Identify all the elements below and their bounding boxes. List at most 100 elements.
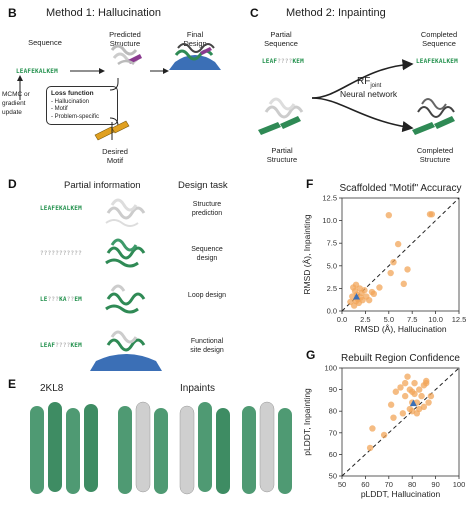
partial-structure-label: Partial Structure [266, 146, 298, 164]
scatter-point [390, 258, 397, 266]
scatter-point [425, 399, 432, 406]
2kl8-label: 2KL8 [40, 383, 64, 394]
y-axis-label: pLDDT, Inpainting [302, 388, 312, 456]
method2-diagram [258, 59, 455, 135]
rf-sub: joint [370, 83, 382, 89]
panel-d-sequence: LEAF????KEM [40, 342, 82, 349]
protein-2kl8-icon [30, 402, 98, 494]
plot-frame [341, 197, 460, 312]
x-tick-label: 5.0 [384, 315, 394, 324]
highlight-marker [409, 399, 417, 407]
protein-structure-icon [90, 330, 162, 371]
protein-inpaint-icon [242, 401, 292, 494]
x-tick-label: 60 [361, 480, 369, 489]
x-tick-label: 12.5 [452, 315, 467, 324]
panel-d-structures [90, 198, 162, 371]
scatter-point [352, 281, 360, 288]
design-task-label: Structure prediction [191, 201, 223, 217]
y-tick-label: 7.5 [327, 239, 337, 248]
y-tick-label: 70 [329, 428, 337, 437]
panel-label-f: F [306, 177, 314, 191]
scatter-point [427, 392, 435, 400]
scatter-point [394, 240, 402, 248]
partial-structure-icon [258, 97, 304, 135]
scatter-point [397, 384, 404, 391]
design-task-label: Sequence design [191, 246, 223, 262]
x-tick-label: 100 [453, 480, 466, 489]
y-tick-label: 2.5 [327, 284, 337, 293]
scatter-point [369, 425, 376, 432]
seq-known: KEM [70, 342, 82, 349]
y-tick-label: 50 [329, 472, 337, 481]
completed-structure-icon [412, 98, 455, 135]
panel-label-b: B [8, 6, 17, 20]
chart-title: Scaffolded "Motif" Accuracy [340, 183, 462, 194]
seq-masked: ???? [55, 342, 71, 349]
y-tick-label: 90 [329, 385, 337, 394]
desired-motif-icon [94, 120, 130, 141]
panel-label-d: D [8, 177, 17, 191]
scatter-point [418, 392, 425, 400]
y-tick-label: 80 [329, 407, 337, 416]
protein-structure-icon [105, 238, 146, 268]
scatter-point [416, 386, 423, 393]
scatter-point [392, 388, 400, 395]
scatter-point [404, 266, 411, 273]
diagonal-line [341, 197, 460, 312]
arrow-icon [311, 97, 414, 133]
scatter-point [370, 290, 378, 298]
x-axis-label: pLDDT, Hallucination [361, 489, 441, 499]
loss-item: - Motif [51, 106, 68, 112]
method1-sequence: LEAFEKALKEM [16, 68, 58, 75]
design-task-label: Loop design [187, 292, 227, 299]
y-tick-label: 10.0 [322, 216, 337, 225]
arrow-icon [311, 59, 414, 99]
scatter-point [404, 373, 411, 380]
scatter-point [387, 401, 395, 408]
design-task-header: Design task [178, 180, 228, 191]
seq-known: KEM [292, 58, 304, 65]
completed-sequence: LEAFEKALKEM [416, 58, 458, 65]
scatter-point [401, 392, 409, 400]
scatter-point [428, 211, 436, 218]
x-tick-label: 2.5 [360, 315, 370, 324]
x-tick-label: 80 [408, 480, 416, 489]
final-design-label: Final Design [183, 30, 207, 48]
x-tick-label: 70 [385, 480, 393, 489]
protein-inpaint-icon [118, 401, 168, 494]
seq-masked: ??????????? [40, 250, 82, 257]
scatter-point [399, 410, 407, 417]
scatter-point [401, 379, 409, 387]
panel-label-g: G [306, 348, 316, 362]
y-tick-label: 12.5 [322, 194, 337, 203]
panel-label-e: E [8, 377, 17, 391]
chart-title: Rebuilt Region Confidence [341, 353, 460, 364]
seq-known: LEAF [40, 342, 56, 349]
scatter-point [420, 403, 428, 411]
sequence-label: Sequence [28, 38, 62, 47]
inpaints-label: Inpaints [180, 383, 216, 394]
panel-e-structures [30, 401, 292, 495]
completed-structure-label: Completed Structure [416, 146, 454, 164]
x-tick-label: 10.0 [428, 315, 443, 324]
method1-diagram [17, 43, 221, 141]
method1-title: Method 1: Hallucination [46, 7, 161, 19]
panel-d-sequence: LEAFEKALKEM [40, 205, 82, 212]
protein-structure-icon [105, 198, 146, 227]
seq-known: LE [40, 296, 48, 303]
design-task-label: Functional site design [190, 338, 224, 354]
panel-d-sequence: LE???KA??EM [40, 296, 82, 303]
y-tick-label: 5.0 [327, 261, 337, 270]
scatter-point [387, 269, 394, 277]
scatter-point [385, 211, 392, 219]
completed-sequence-label: Completed Sequence [420, 30, 458, 48]
scatter-point [411, 379, 418, 387]
y-axis-label: RMSD (Å), Inpainting [302, 214, 312, 295]
loss-item: - Problem-specific [51, 113, 100, 120]
scatter-point [409, 408, 416, 415]
seq-known: EM [74, 296, 82, 303]
final-design-icon [169, 43, 221, 70]
x-tick-label: 7.5 [407, 315, 417, 324]
rf-text: RF [357, 76, 371, 87]
